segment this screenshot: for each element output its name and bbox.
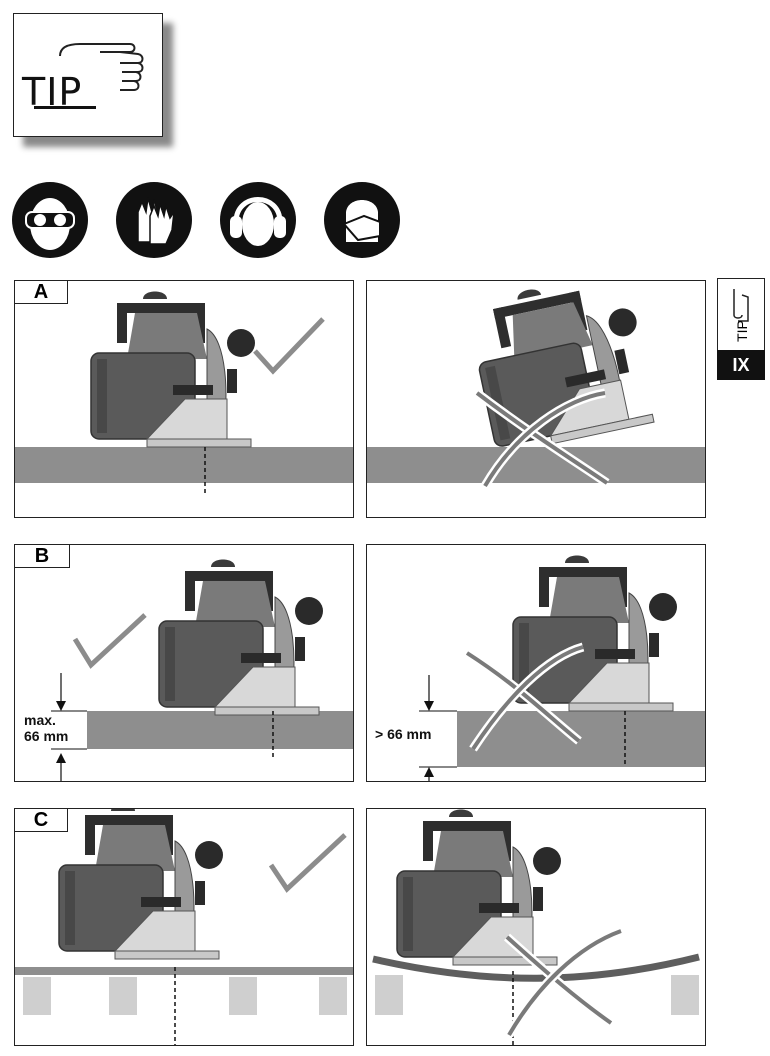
saw-illustration	[15, 809, 353, 1045]
saw-illustration	[15, 291, 353, 496]
saw-illustration	[419, 555, 705, 781]
row-label-b: B	[14, 544, 70, 568]
tip-underline	[34, 106, 96, 109]
pointing-hand-icon	[733, 289, 749, 322]
panel-c-correct	[14, 808, 354, 1046]
saw-illustration	[51, 559, 353, 781]
panel-c-wrong	[366, 808, 706, 1046]
cross-icon	[483, 391, 606, 488]
side-tab-label: TIP	[734, 320, 750, 342]
saw-illustration	[367, 289, 705, 489]
safety-glasses-icon	[12, 182, 88, 258]
panel-a-wrong	[366, 280, 706, 518]
saw-illustration	[372, 809, 700, 1045]
cross-icon	[507, 929, 622, 1037]
pointing-hand-icon	[59, 43, 144, 91]
panel-b-correct	[14, 544, 354, 782]
checkmark-icon	[72, 613, 147, 669]
max-depth-line1: max.	[24, 712, 56, 728]
max-depth-line2: 66 mm	[24, 728, 69, 744]
side-tab-number: IX	[717, 350, 765, 380]
row-label-c: C	[14, 808, 68, 832]
checkmark-icon	[268, 833, 347, 893]
panel-a-correct	[14, 280, 354, 518]
protective-gloves-icon	[116, 182, 192, 258]
dust-mask-icon	[324, 182, 400, 258]
excess-depth-label: > 66 mm	[375, 726, 432, 742]
checkmark-icon	[253, 317, 325, 375]
row-label-a: A	[14, 280, 68, 304]
tip-box	[13, 13, 163, 137]
cross-icon	[471, 645, 584, 751]
ear-protection-icon	[220, 182, 296, 258]
panel-b-wrong	[366, 544, 706, 782]
